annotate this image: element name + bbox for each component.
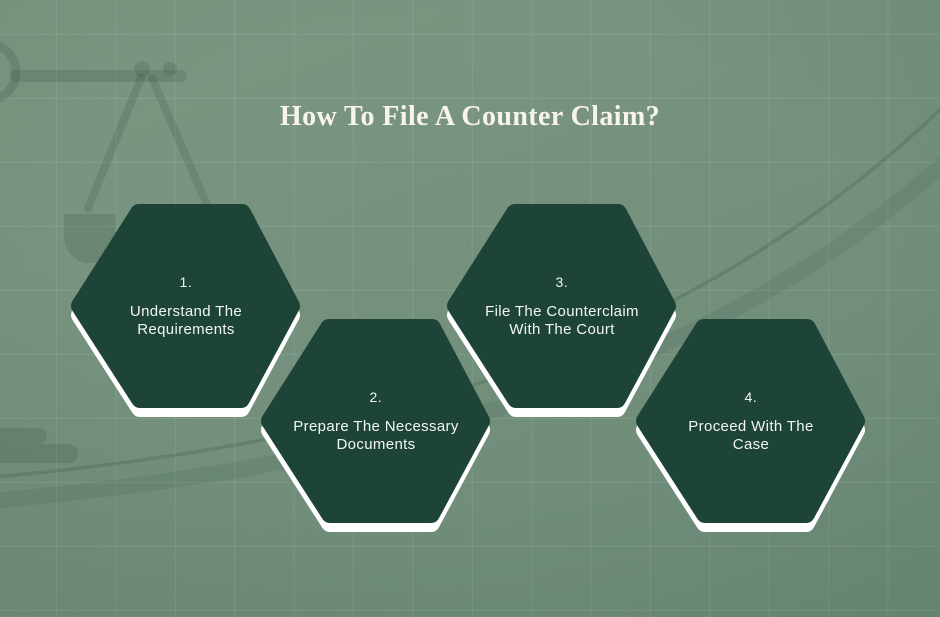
scales-of-justice-icon	[0, 41, 249, 463]
hexagon-shape	[71, 204, 300, 417]
step-content: 4. Proceed With The Case	[658, 319, 844, 523]
swoosh-curve	[0, 107, 940, 509]
step-label: Prepare The Necessary Documents	[293, 418, 458, 453]
step-label-line: Requirements	[137, 320, 235, 338]
header: How To File A Counter Claim?	[0, 101, 940, 133]
step-label-line: Proceed With The	[688, 417, 814, 435]
step-label-line: Documents	[336, 435, 416, 453]
step-hexagon-2: 2. Prepare The Necessary Documents	[259, 319, 493, 537]
step-hexagon-1: 1. Understand The Requirements	[69, 204, 303, 422]
step-label-line: Prepare The Necessary	[293, 417, 459, 435]
hexagon-body	[636, 319, 865, 523]
step-content: 1. Understand The Requirements	[93, 204, 279, 408]
step-hexagon-4: 4. Proceed With The Case	[634, 319, 868, 537]
step-number: 1.	[179, 273, 193, 290]
step-label-line: With The Court	[509, 320, 615, 338]
hexagon-body	[447, 204, 676, 408]
hexagon-body	[71, 204, 300, 408]
step-label: Proceed With The Case	[688, 418, 813, 453]
step-number: 4.	[744, 388, 758, 405]
step-label-line: File The Counterclaim	[485, 302, 639, 320]
page-title: How To File A Counter Claim?	[279, 101, 661, 132]
step-hexagon-3: 3. File The Counterclaim With The Court	[445, 204, 679, 422]
step-content: 3. File The Counterclaim With The Court	[469, 204, 655, 408]
step-label: File The Counterclaim With The Court	[485, 303, 639, 338]
hexagon-shape	[447, 204, 676, 417]
step-content: 2. Prepare The Necessary Documents	[283, 319, 469, 523]
hexagon-shape	[261, 319, 490, 532]
hexagon-shape	[636, 319, 865, 532]
step-number: 3.	[555, 273, 569, 290]
step-label-line: Case	[732, 435, 770, 453]
step-label: Understand The Requirements	[130, 303, 242, 338]
step-number: 2.	[369, 388, 383, 405]
hexagon-body	[261, 319, 490, 523]
step-label-line: Understand The	[129, 302, 243, 320]
